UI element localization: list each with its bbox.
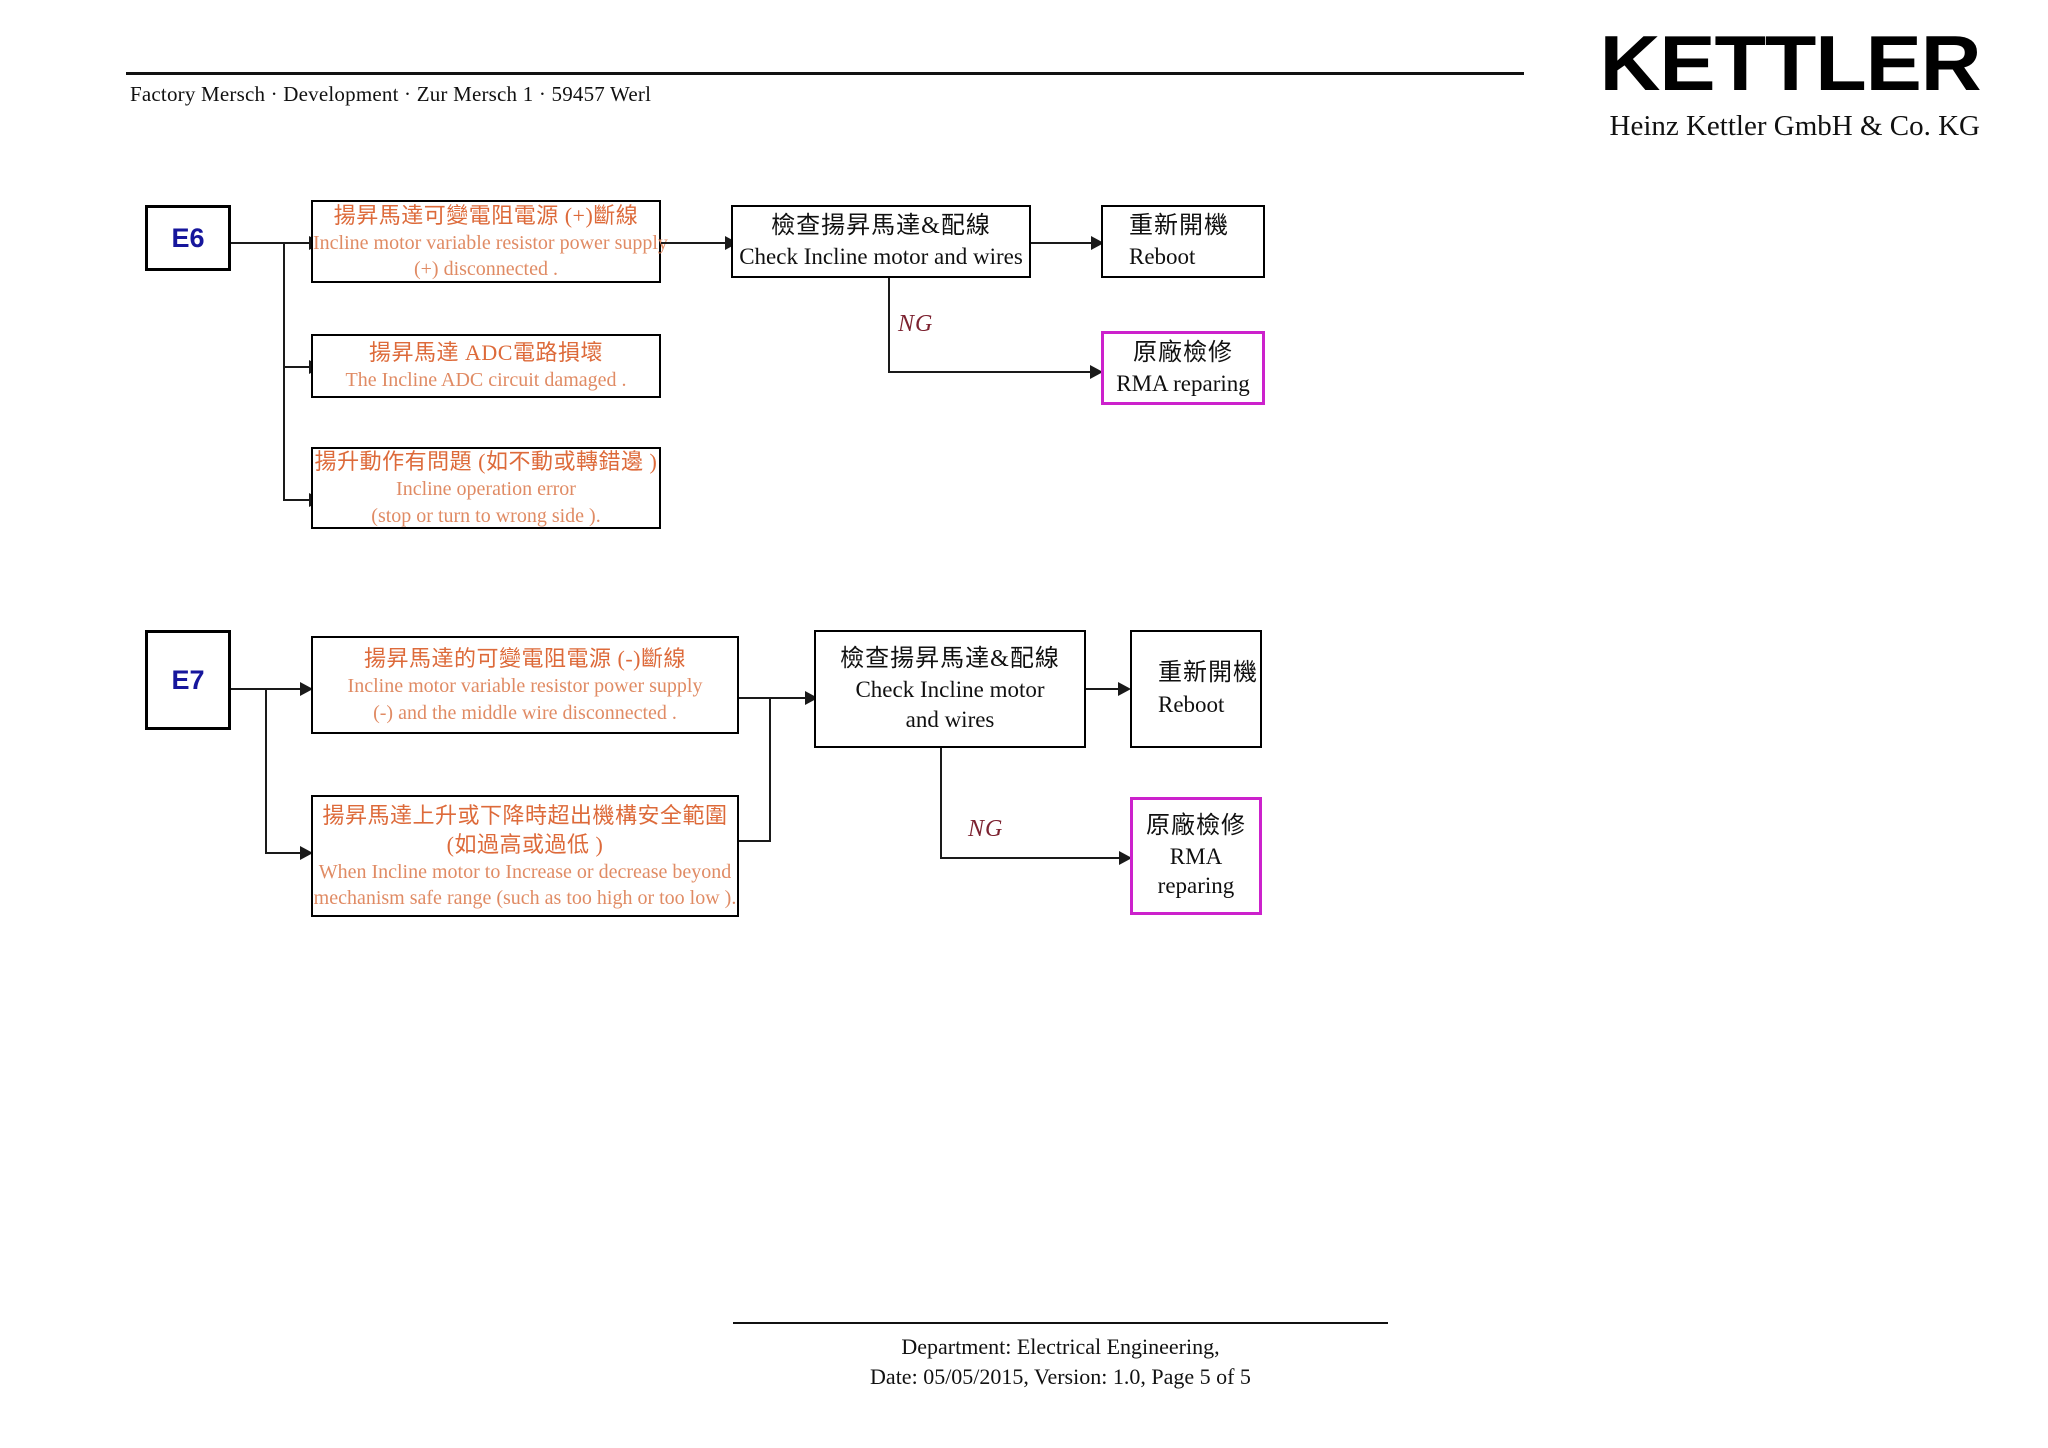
footer-block: Department: Electrical Engineering, Date… xyxy=(733,1332,1388,1391)
fault-box-e6-1: 揚昇馬達可變電阻電源 (+)斷線 Incline motor variable … xyxy=(311,200,668,283)
connector-e7-fault2-out xyxy=(739,840,771,842)
reboot-text-en: Reboot xyxy=(1158,691,1225,717)
connector-e7-fault1-out xyxy=(739,697,771,699)
reboot-box-e6: 重新開機 Reboot xyxy=(1101,205,1265,278)
arrow-e7-branch-1 xyxy=(300,682,313,696)
fault-text-cjk: 揚昇馬達可變電阻電源 (+)斷線 xyxy=(333,202,639,228)
connector-e6-ng-horizontal xyxy=(888,371,1094,373)
ng-label-e6: NG xyxy=(898,311,934,337)
check-box-e7: 檢查揚昇馬達&配線 Check Incline motor and wires xyxy=(814,630,1086,748)
fault-text-cjk: 揚昇馬達的可變電阻電源 (-)斷線 xyxy=(364,646,686,672)
connector-e7-to-check xyxy=(769,697,809,699)
fault-text-en-1: The Incline ADC circuit damaged . xyxy=(345,369,627,392)
fault-text-cjk-2: (如過高或過低 ) xyxy=(446,831,604,857)
logo-company-name: Heinz Kettler GmbH & Co. KG xyxy=(1609,109,1981,142)
fault-text-en-1: Incline motor variable resistor power su… xyxy=(347,675,703,698)
kettler-logo: KETTLER Heinz Kettler GmbH & Co. KG xyxy=(1599,24,1981,143)
fault-box-e6-3: 揚升動作有問題 (如不動或轉錯邊 ) Incline operation err… xyxy=(311,447,661,529)
fault-text-cjk-1: 揚昇馬達上升或下降時超出機構安全範圍 xyxy=(322,802,728,828)
fault-box-e6-2: 揚昇馬達 ADC電路損壞 The Incline ADC circuit dam… xyxy=(311,334,661,398)
fault-text-en-2: (+) disconnected . xyxy=(413,258,558,281)
check-text-en-1: Check Incline motor xyxy=(855,676,1045,702)
error-code-label-e7: E7 xyxy=(171,664,205,695)
ng-label-e7: NG xyxy=(968,816,1004,842)
rma-text-en: RMA reparing xyxy=(1116,370,1250,396)
check-box-e6: 檢查揚昇馬達&配線 Check Incline motor and wires xyxy=(731,205,1031,278)
fault-box-e7-2: 揚昇馬達上升或下降時超出機構安全範圍 (如過高或過低 ) When Inclin… xyxy=(311,795,739,917)
connector-e6-trunk xyxy=(231,242,283,244)
fault-text-en-2: (stop or turn to wrong side ). xyxy=(371,504,601,527)
fault-text-en-1: When Incline motor to Increase or decrea… xyxy=(318,860,732,883)
rma-box-e7: 原廠檢修 RMA reparing xyxy=(1130,797,1262,915)
connector-e6-to-check xyxy=(661,242,729,244)
connector-e6-ng-vertical xyxy=(888,278,890,372)
connector-e7-branch-2 xyxy=(265,852,305,854)
footer-department: Department: Electrical Engineering, xyxy=(901,1334,1220,1359)
arrow-e6-ng-to-rma xyxy=(1090,365,1103,379)
logo-wordmark: KETTLER xyxy=(1599,19,1981,107)
connector-e7-merge xyxy=(769,697,771,842)
footer-divider xyxy=(733,1322,1388,1324)
fault-text-cjk: 揚昇馬達 ADC電路損壞 xyxy=(369,340,603,366)
connector-e6-branch-1 xyxy=(283,242,311,244)
connector-e6-bus xyxy=(283,242,285,500)
connector-e7-trunk xyxy=(231,688,267,690)
rma-box-e6: 原廠檢修 RMA reparing xyxy=(1101,331,1265,405)
connector-e7-ng-vertical xyxy=(940,748,942,858)
fault-text-en-2: mechanism safe range (such as too high o… xyxy=(313,887,737,910)
connector-e7-ng-horizontal xyxy=(940,857,1123,859)
fault-text-cjk: 揚升動作有問題 (如不動或轉錯邊 ) xyxy=(314,449,658,475)
reboot-box-e7: 重新開機 Reboot xyxy=(1130,630,1262,748)
arrow-e7-to-reboot xyxy=(1118,682,1131,696)
fault-box-e7-1: 揚昇馬達的可變電阻電源 (-)斷線 Incline motor variable… xyxy=(311,636,739,734)
check-text-cjk: 檢查揚昇馬達&配線 xyxy=(840,645,1060,672)
fault-text-en-1: Incline operation error xyxy=(396,478,576,501)
fault-text-en-1: Incline motor variable resistor power su… xyxy=(313,231,668,254)
footer-meta: Date: 05/05/2015, Version: 1.0, Page 5 o… xyxy=(870,1363,1251,1389)
error-code-box-e6: E6 xyxy=(145,205,231,271)
header-divider xyxy=(126,72,1524,75)
connector-e7-branch-1 xyxy=(265,688,305,690)
check-text-en: Check Incline motor and wires xyxy=(739,244,1023,270)
header-address: Factory Mersch · Development · Zur Mersc… xyxy=(130,82,652,106)
reboot-text-en: Reboot xyxy=(1129,244,1196,270)
check-text-cjk: 檢查揚昇馬達&配線 xyxy=(771,212,991,239)
connector-e6-branch-3 xyxy=(283,499,311,501)
connector-e6-check-to-reboot xyxy=(1031,242,1095,244)
reboot-text-cjk: 重新開機 xyxy=(1158,660,1258,687)
rma-text-cjk: 原廠檢修 xyxy=(1146,813,1246,840)
check-text-en-2: and wires xyxy=(905,706,995,732)
fault-text-en-2: (-) and the middle wire disconnected . xyxy=(373,701,677,724)
rma-text-cjk: 原廠檢修 xyxy=(1133,339,1233,366)
reboot-text-cjk: 重新開機 xyxy=(1129,212,1229,239)
error-code-label-e6: E6 xyxy=(171,222,205,253)
arrow-e7-ng-to-rma xyxy=(1119,851,1132,865)
connector-e7-bus xyxy=(265,688,267,853)
error-code-box-e7: E7 xyxy=(145,630,231,730)
arrow-e6-to-reboot xyxy=(1091,236,1104,250)
rma-text-en-1: RMA xyxy=(1169,843,1223,869)
rma-text-en-2: reparing xyxy=(1157,873,1235,899)
connector-e6-branch-2 xyxy=(283,366,311,368)
arrow-e7-branch-2 xyxy=(300,846,313,860)
connector-e7-check-to-reboot xyxy=(1086,688,1122,690)
